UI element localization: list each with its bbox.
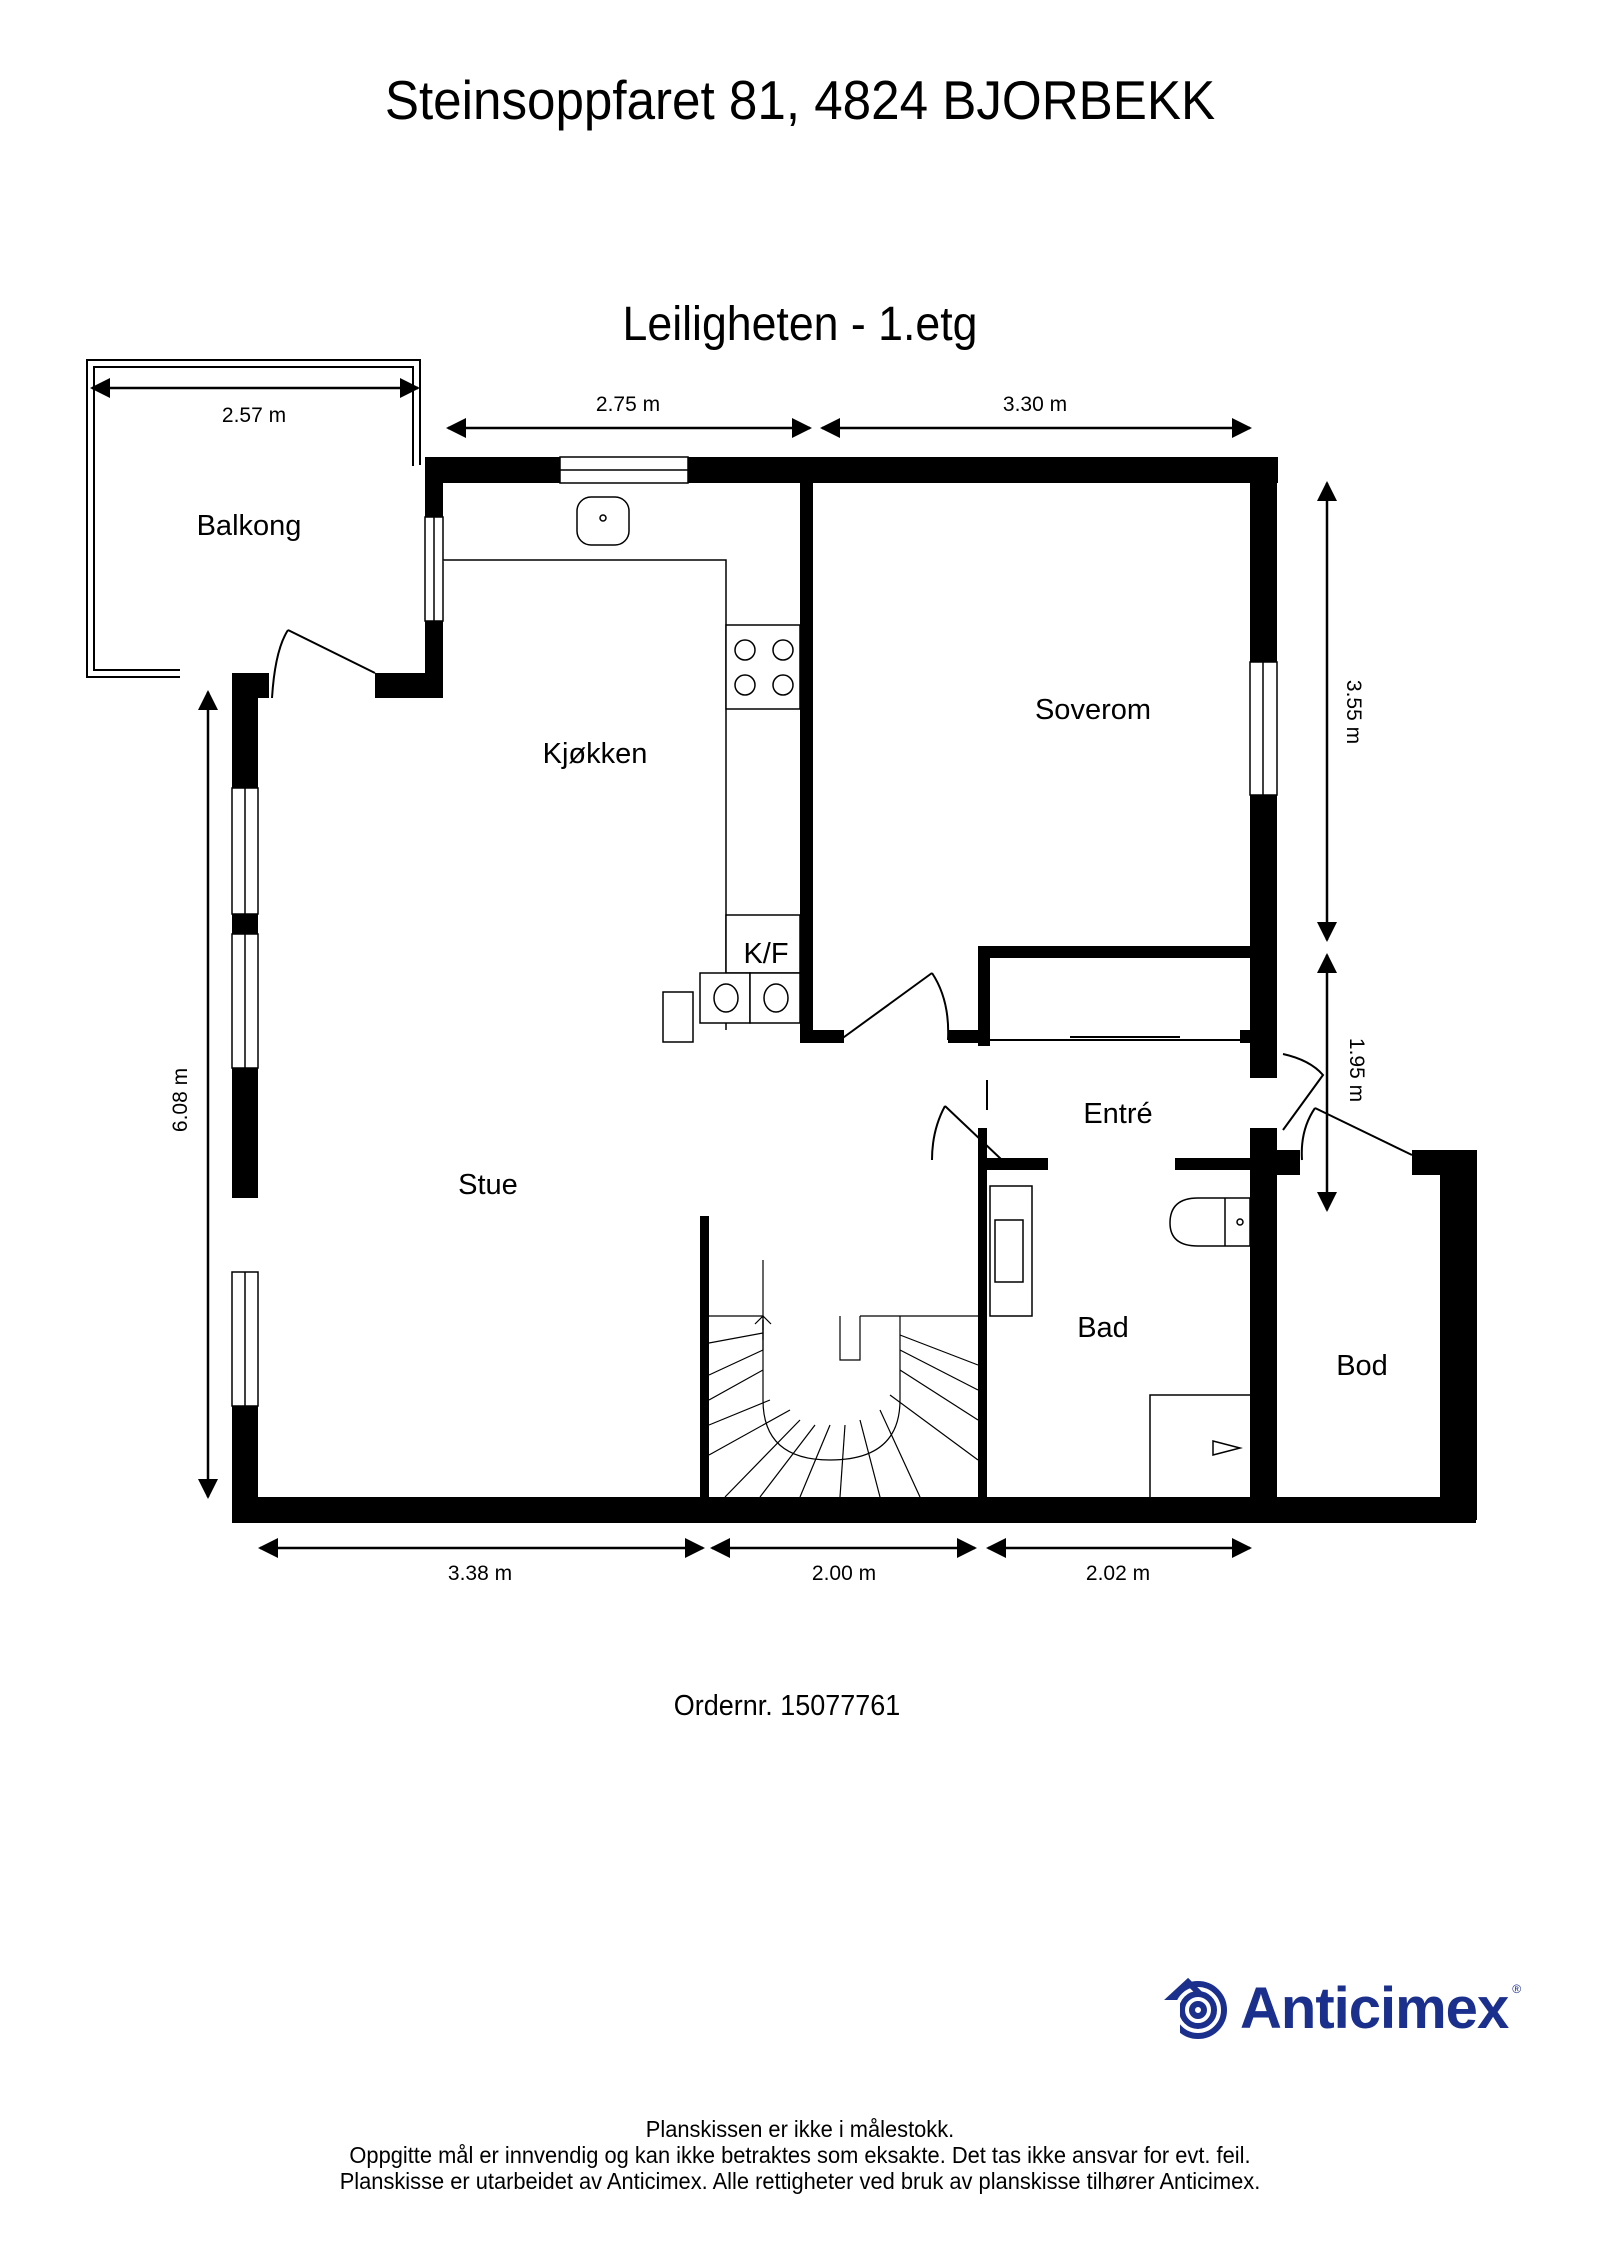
doors (271, 629, 1413, 1161)
kitchen-counter (443, 496, 801, 1043)
room-label-stue: Stue (458, 1169, 518, 1201)
dim-balkong-width: 2.57 m (222, 404, 286, 427)
walls (232, 457, 1477, 1523)
room-label-soverom: Soverom (1035, 694, 1151, 726)
address-title: Steinsoppfaret 81, 4824 BJORBEKK (384, 69, 1216, 131)
disclaimer-line-1: Planskissen er ikke i målestokk. (645, 2116, 955, 2142)
disclaimer-line-3: Planskisse er utarbeidet av Anticimex. A… (339, 2168, 1261, 2194)
stair-up-arrow-icon (754, 1315, 772, 1330)
dim-bottom-stue: 3.38 m (448, 1562, 512, 1585)
dim-soverom-height: 3.55 m (1342, 680, 1365, 744)
dim-bottom-stair: 2.00 m (812, 1562, 876, 1585)
anticimex-logo: Anticimex ® (1160, 1968, 1521, 2048)
room-label-bad: Bad (1077, 1312, 1129, 1344)
label-fridge-freezer: K/F (743, 938, 788, 970)
registered-mark: ® (1512, 1982, 1522, 1996)
floor-title: Leiligheten - 1.etg (622, 298, 978, 351)
room-label-bod: Bod (1336, 1350, 1388, 1382)
windows (231, 456, 1278, 1407)
dim-bottom-bad: 2.02 m (1086, 1562, 1150, 1585)
dim-kitchen-width: 2.75 m (596, 393, 660, 416)
disclaimer: Planskissen er ikke i målestokk. Oppgitt… (40, 2116, 1560, 2194)
room-label-entre: Entré (1083, 1098, 1152, 1130)
dimension-lines (90, 378, 1337, 1558)
logo-wordmark: Anticimex (1240, 1975, 1509, 2041)
disclaimer-line-2: Oppgitte mål er innvendig og kan ikke be… (349, 2142, 1251, 2168)
dim-left-height: 6.08 m (169, 1068, 192, 1132)
balcony-railing (86, 359, 421, 678)
order-number: Ordernr. 15077761 (673, 1690, 901, 1722)
staircase (708, 1260, 979, 1498)
dim-soverom-width: 3.30 m (1003, 393, 1067, 416)
dim-entre-height: 1.95 m (1345, 1038, 1368, 1102)
bathroom-fixtures (989, 1185, 1251, 1498)
room-label-balkong: Balkong (197, 510, 302, 542)
room-label-kjokken: Kjøkken (543, 738, 648, 770)
anticimex-house-icon (1160, 1977, 1227, 2040)
